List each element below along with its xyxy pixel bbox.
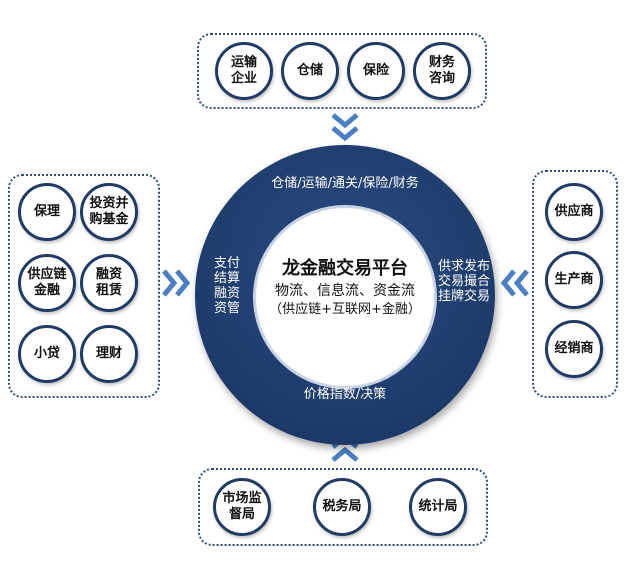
node-wealth-management: 理财 xyxy=(80,325,138,383)
node-distributor: 经销商 xyxy=(545,320,603,378)
ring-right-label: 供求发布 交易撮合 挂牌交易 xyxy=(437,259,490,304)
left-group xyxy=(8,174,160,398)
right-group xyxy=(532,170,618,398)
node-ma-fund: 投资并 购基金 xyxy=(80,183,138,241)
node-supply-chain-finance: 供应链 金融 xyxy=(18,254,76,312)
arrow-down-icon xyxy=(331,113,359,142)
arrow-left-icon xyxy=(500,269,529,297)
node-market-supervision: 市场监 督局 xyxy=(213,478,271,536)
node-manufacturer: 生产商 xyxy=(545,251,603,309)
node-transport: 运输 企业 xyxy=(215,42,273,100)
node-supplier: 供应商 xyxy=(545,183,603,241)
ring-left-label: 支付 结算 融资 资管 xyxy=(213,256,240,316)
node-insurance: 保险 xyxy=(347,42,405,100)
node-statistics-bureau: 统计局 xyxy=(409,478,467,536)
node-finance-consult: 财务 咨询 xyxy=(413,42,471,100)
ring-bottom-label: 价格指数/决策 xyxy=(303,387,387,402)
platform-subtitle-model: （供应链+互联网+金融） xyxy=(269,302,421,317)
platform-core xyxy=(253,205,437,389)
bottom-group xyxy=(198,468,488,546)
node-leasing: 融资 租赁 xyxy=(80,254,138,312)
ring-top-label: 仓储/运输/通关/保险/财务 xyxy=(271,176,419,191)
arrow-right-icon xyxy=(162,269,191,297)
node-warehouse: 仓储 xyxy=(281,42,339,100)
node-factoring: 保理 xyxy=(18,183,76,241)
node-microloan: 小贷 xyxy=(18,325,76,383)
platform-subtitle-flows: 物流、信息流、资金流 xyxy=(275,283,415,299)
node-tax-bureau: 税务局 xyxy=(313,478,371,536)
top-group xyxy=(197,33,487,109)
platform-title: 龙金融交易平台 xyxy=(282,258,408,279)
